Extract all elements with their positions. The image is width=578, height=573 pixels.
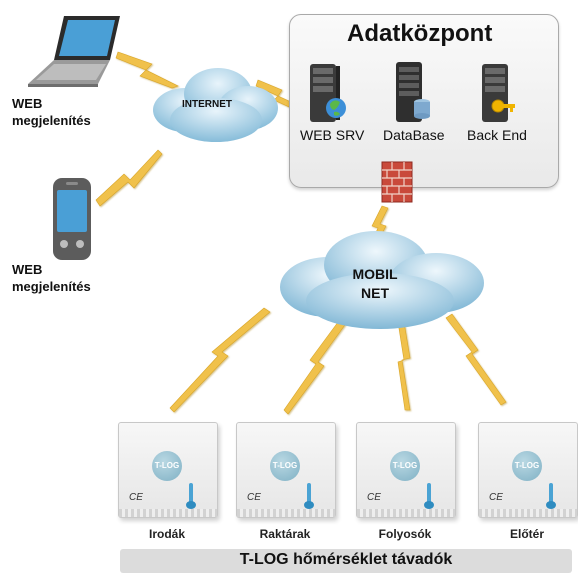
sensor-irodak: T-LOG CE <box>118 422 218 518</box>
server-label-database: DataBase <box>383 127 445 143</box>
datacenter-title: Adatközpont <box>347 20 493 47</box>
link-mobilnet-raktarak <box>283 313 351 415</box>
sensor-folyosok: T-LOG CE <box>356 422 456 518</box>
sensor-base <box>119 509 217 517</box>
sensor-eloter: T-LOG CE <box>478 422 578 518</box>
ce-mark-icon: CE <box>367 492 381 503</box>
phone-label-line2: megjelenítés <box>12 279 91 294</box>
link-phone-internet <box>95 149 163 207</box>
ce-mark-icon: CE <box>247 492 261 503</box>
mobil-net-label-line2: NET <box>361 285 389 301</box>
ce-mark-icon: CE <box>129 492 143 503</box>
thermometer-icon <box>546 483 556 509</box>
laptop-icon <box>28 16 120 87</box>
link-mobilnet-folyosok <box>397 321 411 411</box>
tlog-badge: T-LOG <box>390 451 420 481</box>
sensor-base <box>357 509 455 517</box>
mobil-net-label-line1: MOBIL <box>352 266 398 282</box>
sensor-label-irodak: Irodák <box>148 527 185 541</box>
sensor-label-folyosok: Folyosók <box>378 527 432 541</box>
tlog-badge: T-LOG <box>512 451 542 481</box>
tlog-badge: T-LOG <box>152 451 182 481</box>
footer-bar <box>120 549 572 573</box>
sensor-base <box>237 509 335 517</box>
internet-label: INTERNET <box>182 99 232 110</box>
database-server-icon <box>396 62 430 122</box>
internet-cloud-icon <box>153 68 278 142</box>
link-mobilnet-irodak <box>169 307 271 413</box>
sensor-base <box>479 509 577 517</box>
ce-mark-icon: CE <box>489 492 503 503</box>
mobile-phone-icon <box>53 178 91 260</box>
server-label-web-srv: WEB SRV <box>300 127 365 143</box>
link-laptop-internet <box>115 51 179 89</box>
thermometer-icon <box>186 483 196 509</box>
sensor-label-raktarak: Raktárak <box>259 527 311 541</box>
sensor-label-eloter: Előtér <box>509 527 544 541</box>
mobil-net-cloud-icon <box>280 231 484 329</box>
thermometer-icon <box>304 483 314 509</box>
tlog-badge: T-LOG <box>270 451 300 481</box>
laptop-label-line2: megjelenítés <box>12 113 91 128</box>
phone-label-line1: WEB <box>12 262 43 277</box>
laptop-label-line1: WEB <box>12 96 43 111</box>
link-mobilnet-eloter <box>445 313 507 406</box>
footer-title: T-LOG hőmérséklet távadók <box>239 551 453 568</box>
web-server-icon <box>310 64 346 122</box>
firewall-icon <box>381 161 413 203</box>
backend-server-icon <box>482 64 515 122</box>
server-label-back-end: Back End <box>467 127 527 143</box>
thermometer-icon <box>424 483 434 509</box>
sensor-raktarak: T-LOG CE <box>236 422 336 518</box>
